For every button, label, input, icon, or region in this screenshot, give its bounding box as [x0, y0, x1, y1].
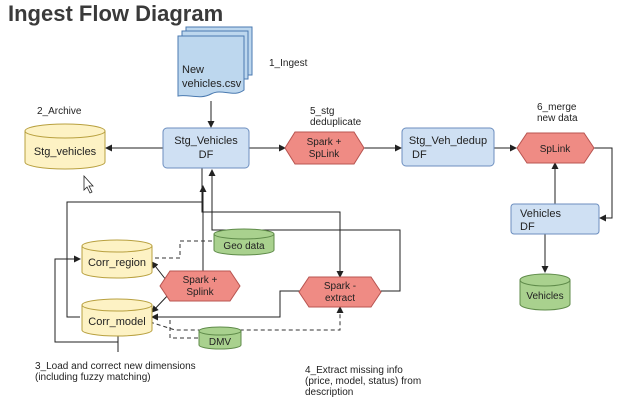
annotation-load-line1: 3_Load and correct new dimensions [35, 361, 196, 372]
vehicles-df-line1: Vehicles [520, 208, 561, 220]
stg-veh-dedup-line1: Stg_Veh_dedup [409, 135, 487, 147]
spark-extract-line2: extract [325, 293, 355, 304]
annotation-merge-line1: 6_merge [537, 102, 577, 113]
annotation-dedup-line2: deduplicate [310, 117, 362, 128]
annotation-extract-line1: 4_Extract missing info [305, 365, 403, 376]
dash-geo-to-corr-region [152, 240, 212, 259]
spark-splink-dedup-node[interactable]: Spark + SpLink [284, 131, 365, 165]
corr-model-label: Corr_model [88, 316, 145, 328]
stg-veh-dedup-line2: DF [412, 149, 427, 161]
spark-extract-line1: Spark - [324, 281, 356, 292]
splink-merge-label: SpLink [540, 144, 572, 155]
connectors [54, 101, 613, 352]
page-title: Ingest Flow Diagram [8, 1, 224, 26]
edge-spark-extract-return [208, 169, 401, 292]
edge-corr-to-stg-vehicles [54, 258, 118, 343]
vehicles-df-node[interactable]: Vehicles DF [510, 203, 600, 235]
edge-extract-to-corr-model [151, 290, 300, 321]
dashed-connectors [149, 240, 344, 339]
edge-stg-vehicles-to-spark-extract [201, 202, 344, 278]
geo-data-label: Geo data [223, 241, 265, 252]
annotation-archive: 2_Archive [37, 106, 82, 117]
annotations: 1_Ingest 2_Archive 5_stg deduplicate 6_m… [35, 58, 578, 398]
annotation-ingest: 1_Ingest [269, 58, 308, 69]
vehicles-df-line2: DF [520, 221, 535, 233]
corr-model-db-node[interactable]: Corr_model [81, 298, 153, 337]
splink-merge-node[interactable]: SpLink [516, 132, 595, 164]
annotation-merge-line2: new data [537, 113, 578, 124]
csv-label-line2: vehicles.csv [182, 78, 242, 90]
vehicles-db-node[interactable]: Vehicles [519, 273, 571, 311]
annotation-extract-line3: description [305, 387, 353, 398]
spark-splink-dedup-line2: SpLink [309, 149, 341, 160]
mouse-cursor-icon [83, 174, 94, 194]
corr-region-db-node[interactable]: Corr_region [81, 239, 153, 279]
stg-vehicles-db-node[interactable]: Stg_vehicles [24, 123, 106, 170]
spark-splink-lower-line1: Spark + [183, 275, 218, 286]
stg-vehicles-db-label: Stg_vehicles [34, 146, 97, 158]
edge-splink-merge-to-vehicles-df [594, 147, 613, 222]
corr-region-label: Corr_region [88, 257, 146, 269]
stg-vehicles-df-node[interactable]: Stg_Vehicles DF [162, 127, 250, 169]
annotation-load-line2: (including fuzzy matching) [35, 372, 151, 383]
geo-data-db-node[interactable]: Geo data [213, 228, 275, 256]
spark-splink-lower-node[interactable]: Spark + Splink [159, 270, 241, 302]
dmv-label: DMV [209, 337, 232, 348]
annotation-extract-line2: (price, model, status) from [305, 376, 421, 387]
stg-vehicles-df-line2: DF [199, 149, 214, 161]
stg-veh-dedup-df-node[interactable]: Stg_Veh_dedup DF [401, 127, 495, 167]
dash-corr-model-to-extract [149, 306, 344, 331]
spark-splink-lower-line2: Splink [186, 287, 214, 298]
csv-label-line1: New [182, 64, 204, 76]
dmv-db-node[interactable]: DMV [198, 326, 242, 350]
csv-document-node[interactable]: New vehicles.csv [177, 26, 253, 98]
stg-vehicles-df-line1: Stg_Vehicles [174, 135, 238, 147]
dash-dmv-to-corr-model [169, 320, 198, 339]
annotation-dedup-line1: 5_stg [310, 106, 334, 117]
spark-splink-dedup-line1: Spark + [307, 137, 342, 148]
vehicles-db-label: Vehicles [526, 291, 563, 302]
spark-extract-node[interactable]: Spark - extract [298, 276, 382, 308]
